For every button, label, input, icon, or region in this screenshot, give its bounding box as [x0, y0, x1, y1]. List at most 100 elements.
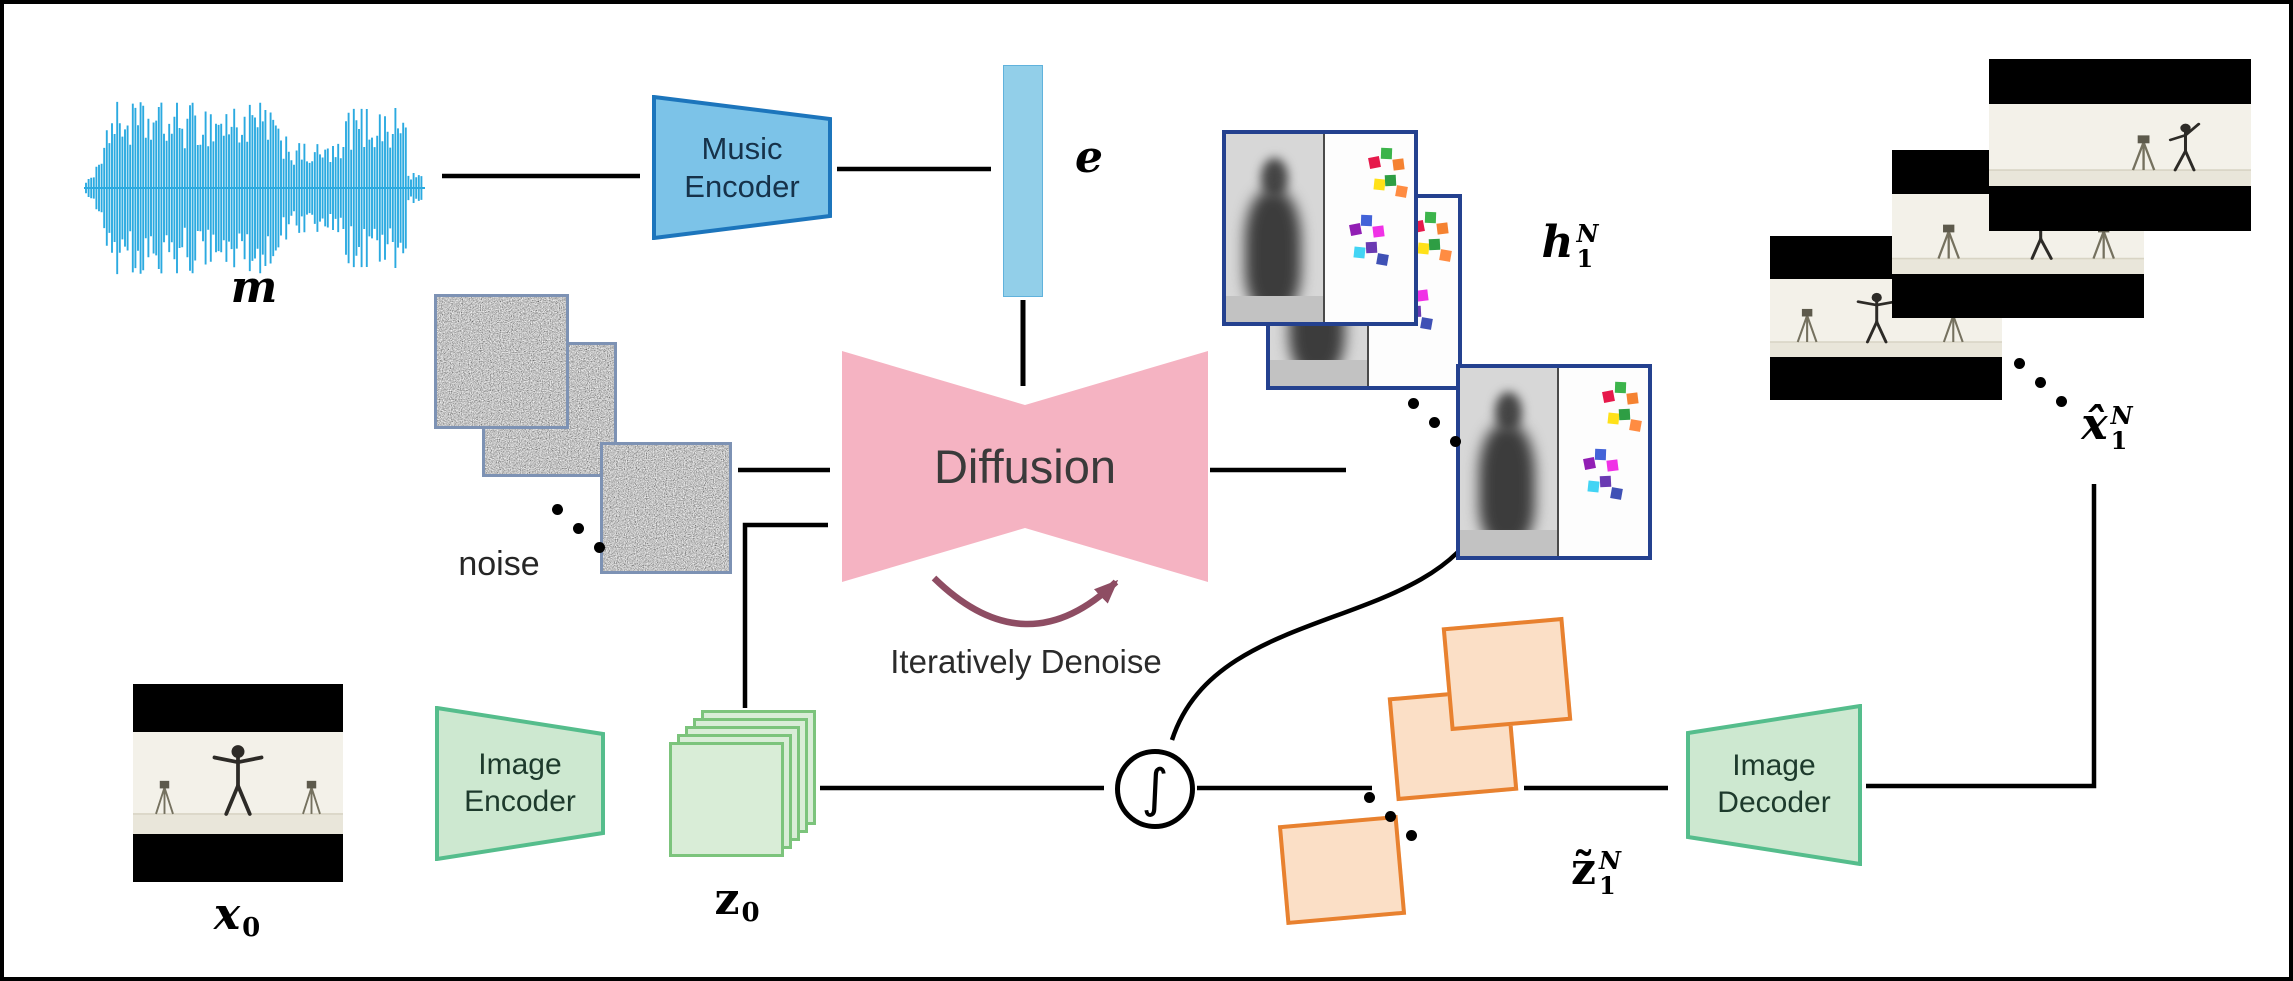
image-decoder-shape	[1686, 704, 1862, 866]
voxel	[1435, 222, 1449, 235]
voxel	[1361, 215, 1373, 227]
waveform-path	[84, 101, 425, 275]
output-frames-label: x̂ N 1	[2037, 403, 2177, 467]
embedding-symbol: e	[1075, 132, 1103, 183]
voxel	[1368, 155, 1382, 169]
iteratively-denoise-text: Iteratively Denoise	[890, 643, 1162, 680]
voxel	[1599, 476, 1612, 488]
noise-texture	[437, 297, 566, 426]
voxel	[1372, 225, 1385, 239]
pose-stack-subscript: 1	[1576, 244, 1594, 274]
integral-node: ∫	[1115, 749, 1195, 829]
voxel	[1587, 480, 1600, 493]
denoised-frame-3	[1441, 616, 1573, 732]
pose-stack-superscript: N	[1576, 219, 1599, 248]
output-frame-room	[1989, 103, 2251, 187]
music-input-label: m	[194, 266, 314, 330]
integral-symbol: ∫	[1141, 759, 1169, 819]
letterbox-bar-top	[1989, 59, 2251, 104]
blur-panel-floor	[1460, 529, 1557, 556]
letterbox-bar-bottom	[1989, 186, 2251, 231]
voxel	[1348, 223, 1362, 237]
pose-ellipsis-dots	[1408, 398, 1463, 450]
image-encoder-shape	[435, 706, 605, 861]
voxel	[1419, 316, 1433, 330]
voxel	[1595, 449, 1607, 461]
denoised-latent-superscript: N	[1599, 846, 1621, 875]
pose-frame-blur-panel	[1226, 134, 1325, 322]
voxel	[1625, 392, 1639, 405]
voxel	[1614, 381, 1627, 393]
blurred-dancer-body	[1245, 190, 1302, 311]
music-encoder-label-line1: Music	[701, 130, 783, 166]
image-decoder-label-line2: Decoder	[1717, 786, 1831, 819]
music-encoder-label-line2: Encoder	[684, 168, 800, 204]
music-waveform	[82, 90, 427, 286]
output-ellipsis-dots	[2014, 358, 2069, 410]
image-decoder-label-line1: Image	[1732, 749, 1816, 783]
arrows-layer	[442, 166, 2097, 791]
latent-symbol: z	[714, 874, 740, 925]
voxel	[1619, 408, 1631, 420]
iteratively-denoise-caption: Iteratively Denoise	[826, 642, 1226, 682]
diffusion-shape	[842, 351, 1208, 582]
image-encoder-label-line2: Encoder	[464, 784, 576, 818]
voxel	[1391, 158, 1405, 171]
voxel	[1416, 289, 1429, 303]
output-frames-supsub: N 1	[2110, 401, 2133, 454]
voxel	[1602, 389, 1616, 403]
diffusion-label-text: Diffusion	[933, 439, 1116, 493]
voxel	[1439, 249, 1453, 262]
noise-label-text: noise	[458, 544, 540, 583]
image-encoder-block: Image Encoder	[435, 706, 605, 861]
scene-art-content	[1989, 103, 2251, 187]
output-frames-superscript: N	[2110, 401, 2133, 430]
voxel	[1609, 486, 1623, 500]
arrow-pose-stack-to-integral-curve	[1169, 518, 1484, 741]
pose-frame-blur-panel	[1460, 368, 1559, 556]
denoised-latent-label: z̃ N 1	[1526, 848, 1666, 912]
voxel	[1385, 174, 1397, 186]
voxel	[1607, 412, 1620, 425]
input-frame-room	[133, 731, 343, 835]
music-encoder-shape	[652, 95, 832, 240]
voxel	[1417, 242, 1430, 255]
diffusion-block: Diffusion	[842, 351, 1208, 582]
voxel	[1424, 211, 1437, 223]
voxel	[1375, 252, 1389, 266]
input-frame-image	[133, 684, 343, 882]
voxel	[1629, 419, 1643, 432]
output-frame-n	[1989, 59, 2251, 231]
pose-frame-n	[1456, 364, 1652, 560]
output-frames-symbol: x̂	[2081, 399, 2108, 450]
image-decoder-label: Image Decoder	[1686, 704, 1862, 866]
image-encoder-label-line1: Image	[478, 747, 562, 781]
input-frame-subscript: 0	[242, 913, 261, 943]
latent-subscript: 0	[741, 898, 760, 928]
arrow-iterative-denoise-loop	[931, 575, 1119, 628]
scene-art-content	[133, 731, 343, 835]
diffusion-label: Diffusion	[842, 351, 1208, 582]
pose-frame-1	[1222, 130, 1418, 326]
denoised-latent-supsub: N 1	[1599, 846, 1621, 901]
letterbox-bar-bottom	[133, 834, 343, 882]
letterbox-bar-top	[133, 684, 343, 732]
voxel	[1606, 459, 1619, 473]
embedding-bar	[1003, 65, 1043, 297]
arrow-latent-to-diffusion	[742, 522, 828, 708]
input-frame-label: x 0	[177, 893, 297, 957]
voxel	[1365, 242, 1378, 254]
latent-frame-1	[669, 742, 784, 857]
music-encoder-label: Music Encoder	[652, 95, 832, 240]
blurred-dancer-body	[1479, 424, 1536, 545]
blur-panel-floor	[1270, 359, 1367, 386]
pose-stack-supsub: N 1	[1576, 219, 1599, 274]
denoised-latent-symbol: z̃	[1571, 844, 1597, 895]
dancer-scene-art	[1989, 103, 2251, 187]
music-encoder-block: Music Encoder	[652, 95, 832, 240]
letterbox-bar-bottom	[1770, 357, 2002, 400]
denoised-latent-subscript: 1	[1599, 871, 1616, 901]
voxel	[1395, 185, 1409, 198]
letterbox-bar-bottom	[1892, 274, 2144, 318]
